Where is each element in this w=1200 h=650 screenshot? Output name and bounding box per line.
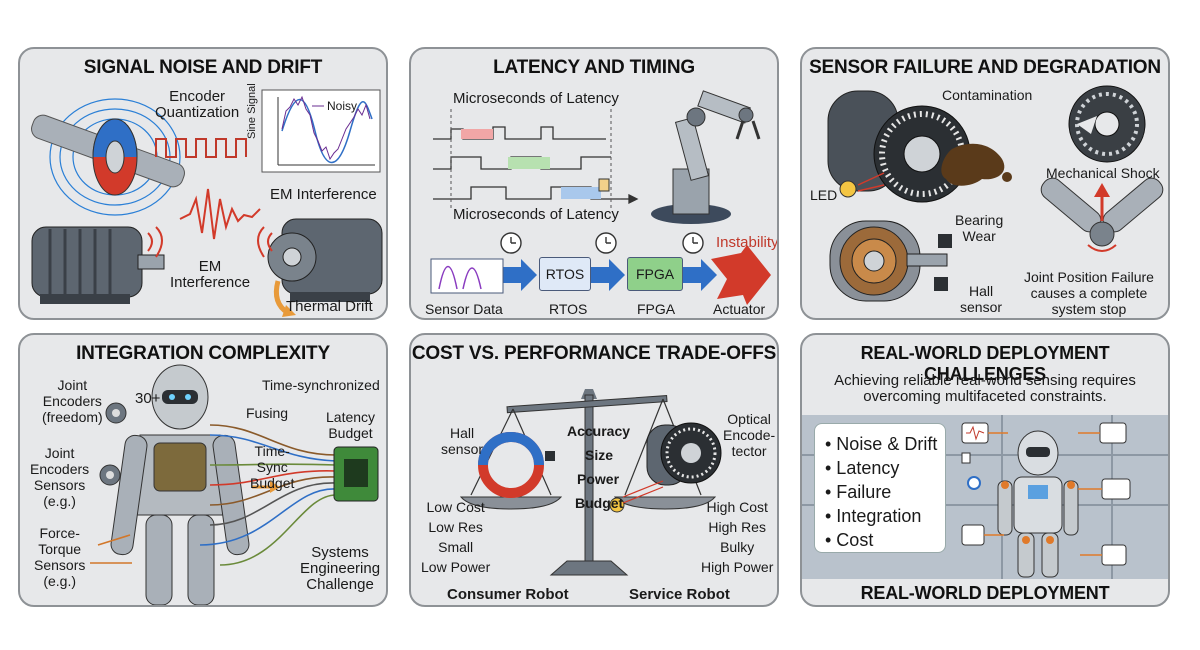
broken-disk-icon — [1068, 85, 1146, 163]
humanoid-robot-icon — [110, 364, 250, 605]
power-label: Power — [577, 471, 620, 487]
force-torque-label: Force- Torque Sensors (e.g.) — [34, 525, 86, 589]
panel-title: INTEGRATION COMPLEXITY — [76, 343, 330, 364]
consumer-robot-label: Consumer Robot — [447, 586, 569, 603]
rtos-box: RTOS — [539, 257, 591, 291]
noise-illustration — [31, 89, 383, 317]
challenge-item: • Integration — [825, 506, 922, 526]
panel-cost: COST VS. PERFORMANCE TRADE-OFFS Hall sen… — [409, 333, 779, 607]
latency-budget-label: Latency Budget — [326, 409, 376, 441]
time-synchronized-label: Time-synchronized — [262, 377, 380, 393]
panel-latency: LATENCY AND TIMING — [409, 47, 779, 320]
panel-integration: INTEGRATION COMPLEXITY — [18, 333, 388, 607]
accuracy-label: Accuracy — [567, 423, 631, 439]
high-specs-label: High Cost High Res Bulky High Power — [701, 499, 774, 575]
contamination-icon — [941, 143, 1005, 186]
challenge-item: • Cost — [825, 530, 874, 550]
panel-deployment: REAL-WORLD DEPLOYMENT CHALLENGES Achievi… — [800, 333, 1170, 607]
instability-arrow-icon — [711, 245, 771, 305]
latency-top-label: Microseconds of Latency — [453, 90, 619, 107]
panel-title: REAL-WORLD DEPLOYMENT CHALLENGES — [860, 343, 1110, 384]
hall-sensor-label: Hall sensor — [960, 283, 1003, 315]
encoder-quantization-label: Encoder Quantization — [155, 88, 240, 121]
deployment-footer: REAL-WORLD DEPLOYMENT CHALLENGES — [860, 583, 1110, 605]
failure-illustration — [827, 85, 1164, 302]
wiring-icon — [199, 424, 337, 566]
latency-bottom-label: Microseconds of Latency — [453, 206, 619, 223]
challenge-item: • Latency — [825, 458, 900, 478]
balance-scale-icon — [459, 389, 717, 576]
time-sync-budget-label: Time- Sync Budget — [250, 443, 295, 491]
panel-title: COST VS. PERFORMANCE TRADE-OFFS — [411, 343, 777, 364]
bulb-icon — [609, 497, 625, 513]
instability-label: Instability — [716, 234, 779, 251]
integration-illustration — [90, 364, 379, 605]
joint-encoders-freedom-label: Joint Encoders (freedom) — [42, 377, 103, 425]
noisy-label: Noisy — [327, 99, 358, 113]
clock-icons — [500, 232, 704, 254]
fpga-label: FPGA — [637, 301, 676, 317]
panel-signal-noise: SIGNAL NOISE AND DRIFT — [18, 47, 388, 320]
rtos-label: RTOS — [549, 301, 588, 317]
systems-engineering-label: Systems Engineering Challenge — [300, 544, 381, 593]
fpga-box: FPGA — [627, 257, 683, 291]
hall-sensor-label: Hall sensor — [441, 425, 484, 457]
square-wave-icon — [155, 138, 247, 158]
panel-title: SENSOR FAILURE AND DEGRADATION — [809, 57, 1161, 78]
robot-arm-icon — [651, 90, 761, 224]
led-icon — [839, 180, 857, 198]
fusing-label: Fusing — [246, 405, 289, 421]
joint-failure-label: Joint Position Failure causes a complete… — [1024, 269, 1154, 317]
bearing-icon — [829, 220, 948, 302]
led-label: LED — [810, 187, 838, 203]
optical-encoder-icon — [646, 422, 722, 486]
low-specs-label: Low Cost Low Res Small Low Power — [421, 499, 491, 575]
panel-title: SIGNAL NOISE AND DRIFT — [83, 57, 323, 78]
bearing-wear-label: Bearing Wear — [955, 212, 1004, 244]
service-robot-icon — [997, 430, 1079, 578]
deployment-subtitle: Achieving reliable real-world sensing re… — [834, 372, 1136, 405]
count-label: 30+ — [135, 390, 161, 407]
size-label: Size — [585, 447, 614, 463]
joint-shock-icon — [1040, 177, 1164, 252]
mechanical-shock-label: Mechanical Shock — [1046, 165, 1160, 181]
actuator-label: Actuator — [713, 301, 766, 317]
challenge-list: • Noise & Drift • Latency • Failure • In… — [814, 423, 946, 553]
cost-illustration — [459, 389, 722, 576]
panel-title: LATENCY AND TIMING — [493, 57, 695, 78]
contamination-label: Contamination — [942, 87, 1033, 103]
thermal-drift-label: Thermal Drift — [286, 298, 373, 315]
optical-encoder-label: Optical Encode- tector — [723, 411, 776, 459]
challenge-item: • Noise & Drift — [825, 434, 938, 454]
challenge-item: • Failure — [825, 482, 892, 502]
latency-illustration — [430, 90, 771, 305]
em-interference-icon — [179, 188, 261, 240]
em-interference-label-1: EM Interference — [270, 186, 377, 203]
sine-signal-label: Sine Signal — [246, 83, 258, 139]
service-robot-label: Service Robot — [629, 586, 730, 603]
hall-chip-icon — [938, 234, 952, 248]
sensor-data-label: Sensor Data — [425, 301, 503, 317]
motor-left-icon — [31, 226, 165, 304]
hall-ring-icon — [478, 432, 555, 498]
motor-right-icon — [267, 218, 383, 302]
panel-sensor-failure: SENSOR FAILURE AND DEGRADATION — [800, 47, 1170, 320]
joint-encoders-sensors-label: Joint Encoders Sensors (e.g.) — [30, 445, 90, 509]
budget-label: Budget — [575, 495, 624, 511]
em-interference-label-2: EM Interference — [170, 258, 251, 291]
